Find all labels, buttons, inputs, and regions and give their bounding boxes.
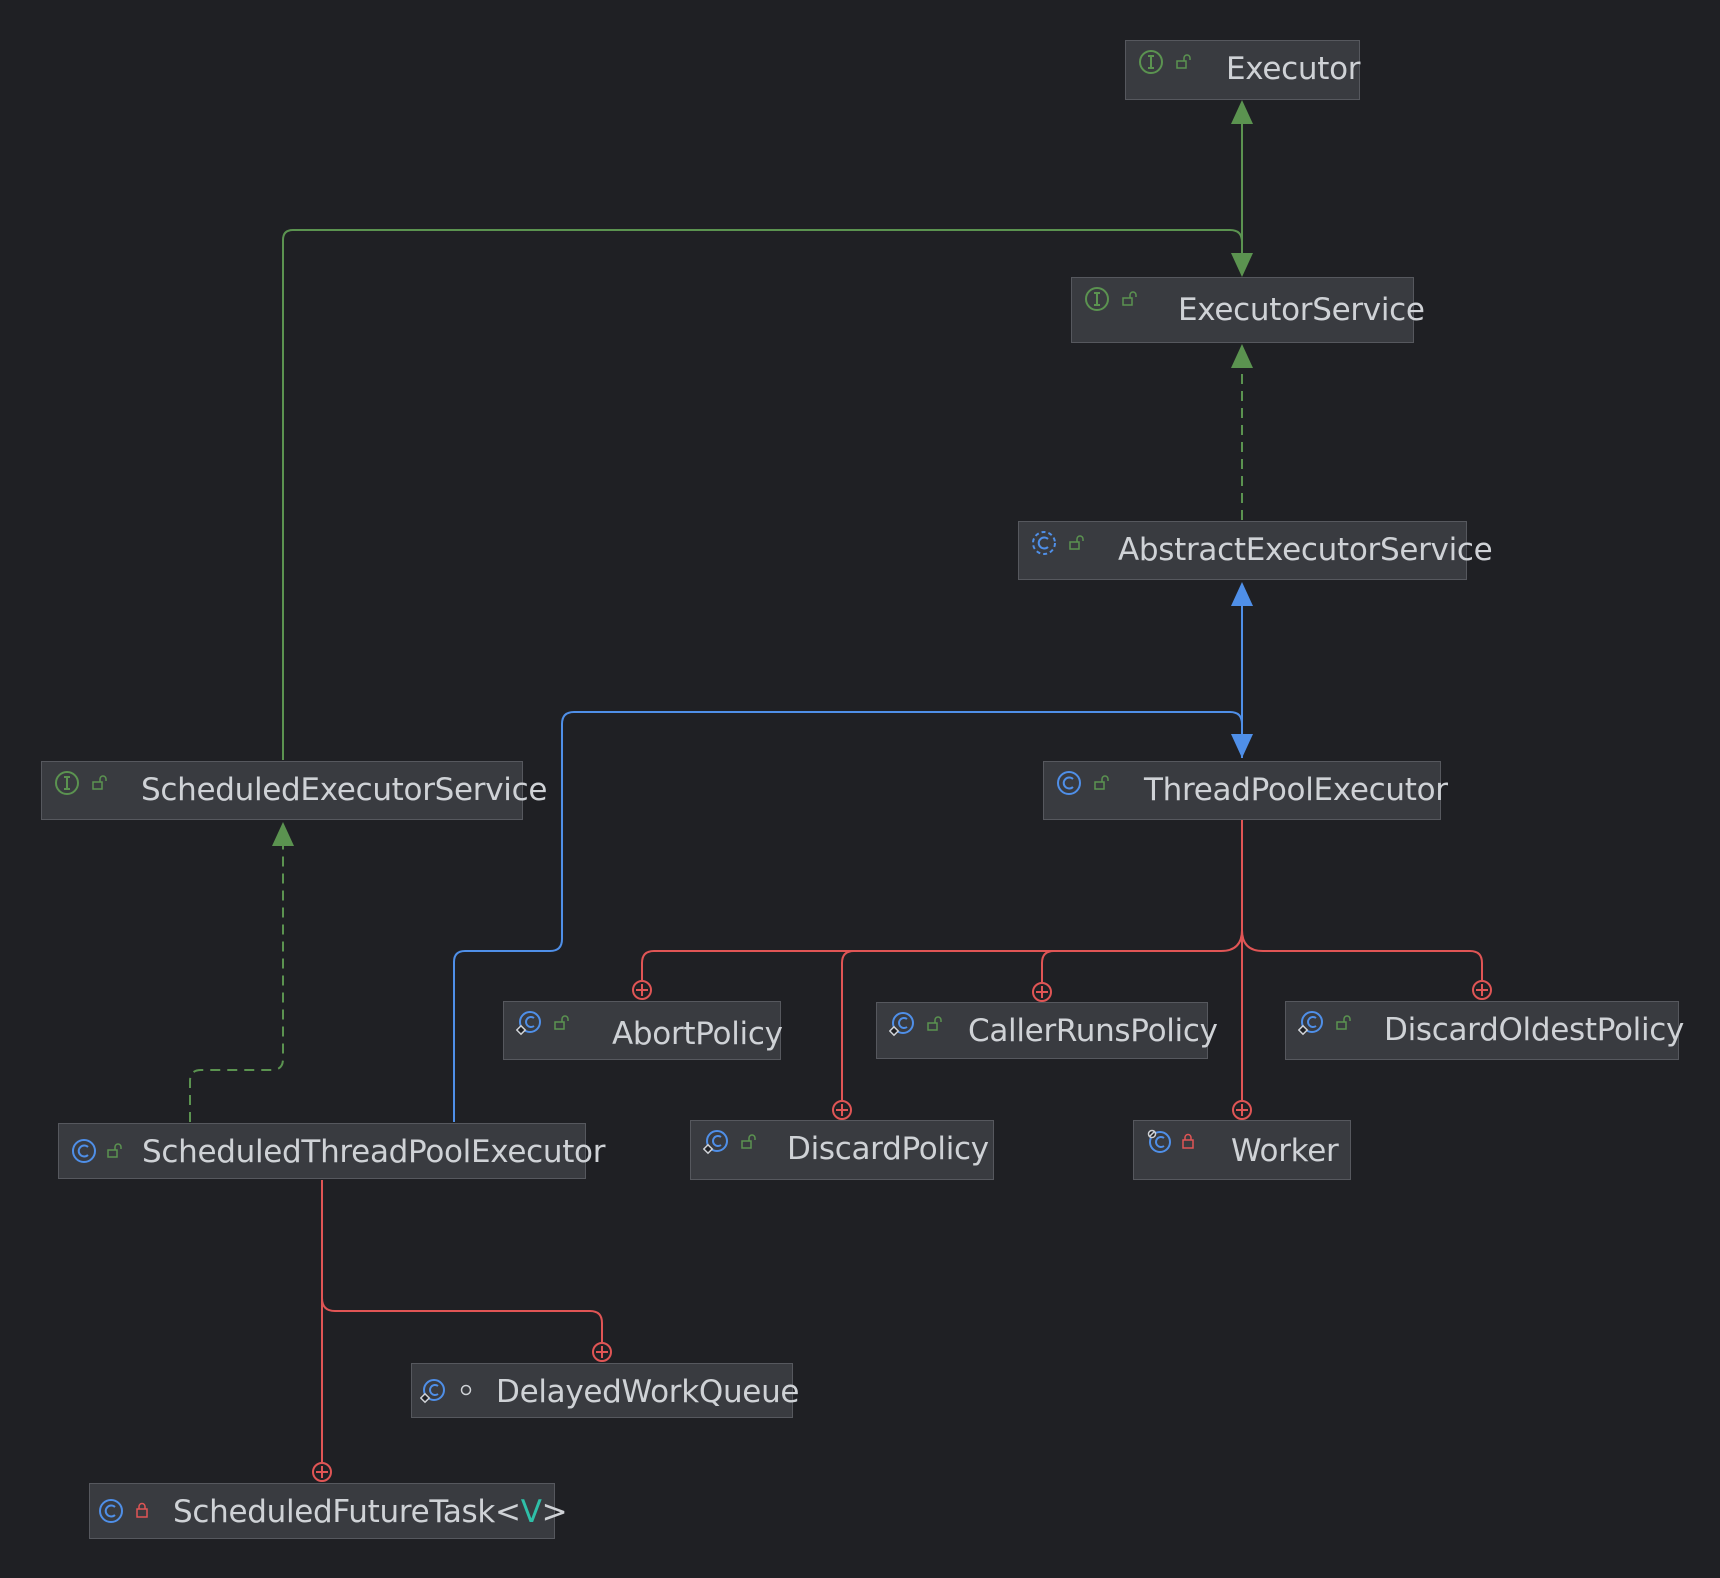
node-label: DiscardPolicy <box>787 1131 989 1167</box>
public-lock-icon <box>1122 291 1137 306</box>
node-worker[interactable]: Worker <box>1133 1120 1351 1180</box>
node-executorservice[interactable]: ExecutorService <box>1071 277 1425 343</box>
edge-inner-classes-threadpoolexecutor <box>641 820 1483 1100</box>
node-label: Worker <box>1231 1133 1339 1169</box>
node-label: Executor <box>1226 51 1361 87</box>
inner-marker-discardpolicy <box>832 1100 852 1120</box>
class-name: ScheduledFutureTask< <box>173 1494 521 1530</box>
public-lock-icon <box>107 1143 122 1158</box>
public-lock-icon <box>1069 535 1084 550</box>
public-lock-icon <box>1336 1015 1351 1030</box>
inner-marker-scheduledfuturetask <box>312 1462 332 1482</box>
generic-close: > <box>541 1494 568 1530</box>
public-lock-icon <box>1176 54 1191 69</box>
node-discardoldestpolicy[interactable]: DiscardOldestPolicy <box>1285 1001 1684 1060</box>
node-label: AbortPolicy <box>612 1016 783 1052</box>
edge-abstractexecutorservice-implements-executorservice <box>1231 344 1253 520</box>
public-lock-icon <box>1094 775 1109 790</box>
edge-scheduledexecutorservice-extends-executorservice <box>282 229 1253 760</box>
node-label: AbstractExecutorService <box>1118 532 1493 568</box>
inner-marker-abortpolicy <box>632 980 652 1000</box>
package-private-icon <box>460 1384 472 1396</box>
public-lock-icon <box>92 775 107 790</box>
class-icon <box>99 1499 123 1523</box>
node-threadpoolexecutor[interactable]: ThreadPoolExecutor <box>1043 761 1448 820</box>
node-scheduledthreadpoolexecutor[interactable]: ScheduledThreadPoolExecutor <box>58 1123 605 1179</box>
static-class-icon <box>889 1012 914 1037</box>
node-scheduledexecutorservice[interactable]: ScheduledExecutorService <box>41 761 547 820</box>
private-lock-icon <box>136 1502 148 1518</box>
interface-icon <box>1139 50 1163 74</box>
node-label: ExecutorService <box>1178 292 1425 328</box>
class-icon <box>1057 771 1081 795</box>
node-scheduledfuturetask[interactable]: ScheduledFutureTask<V> <box>89 1483 568 1539</box>
interface-icon <box>1085 287 1109 311</box>
edge-scheduledthreadpoolexecutor-implements-scheduledexecutorservice <box>189 822 294 1122</box>
public-lock-icon <box>554 1015 569 1030</box>
static-class-icon <box>420 1379 445 1404</box>
class-icon <box>72 1139 96 1163</box>
node-label: DelayedWorkQueue <box>496 1374 800 1410</box>
static-class-icon <box>516 1011 541 1036</box>
edge-scheduledthreadpoolexecutor-extends-threadpoolexecutor <box>453 711 1253 1122</box>
final-class-icon <box>1147 1129 1171 1153</box>
node-label: CallerRunsPolicy <box>968 1013 1218 1049</box>
private-lock-icon <box>1182 1133 1194 1149</box>
node-label: ThreadPoolExecutor <box>1144 772 1448 808</box>
node-callerrunspolicy[interactable]: CallerRunsPolicy <box>876 1002 1218 1059</box>
inner-marker-discardoldestpolicy <box>1472 980 1492 1000</box>
inner-marker-callerrunspolicy <box>1032 982 1052 1002</box>
inner-marker-delayedworkqueue <box>592 1342 612 1362</box>
type-parameter: V <box>520 1494 542 1530</box>
interface-icon <box>55 771 79 795</box>
edge-inner-classes-scheduledthreadpoolexecutor <box>321 1180 603 1462</box>
public-lock-icon <box>927 1016 942 1031</box>
node-delayedworkqueue[interactable]: DelayedWorkQueue <box>411 1363 799 1418</box>
node-discardpolicy[interactable]: DiscardPolicy <box>690 1120 994 1180</box>
node-executor[interactable]: Executor <box>1125 40 1361 100</box>
inner-marker-worker <box>1232 1100 1252 1120</box>
static-class-icon <box>703 1130 728 1155</box>
node-label: ScheduledThreadPoolExecutor <box>142 1134 606 1170</box>
node-label: DiscardOldestPolicy <box>1384 1012 1685 1048</box>
public-lock-icon <box>741 1134 756 1149</box>
node-label: ScheduledFutureTask<V> <box>173 1494 568 1530</box>
abstract-class-icon <box>1032 531 1056 555</box>
node-abstractexecutorservice[interactable]: AbstractExecutorService <box>1018 521 1493 580</box>
static-class-icon <box>1298 1011 1323 1036</box>
node-abortpolicy[interactable]: AbortPolicy <box>503 1001 783 1060</box>
node-label: ScheduledExecutorService <box>141 772 548 808</box>
